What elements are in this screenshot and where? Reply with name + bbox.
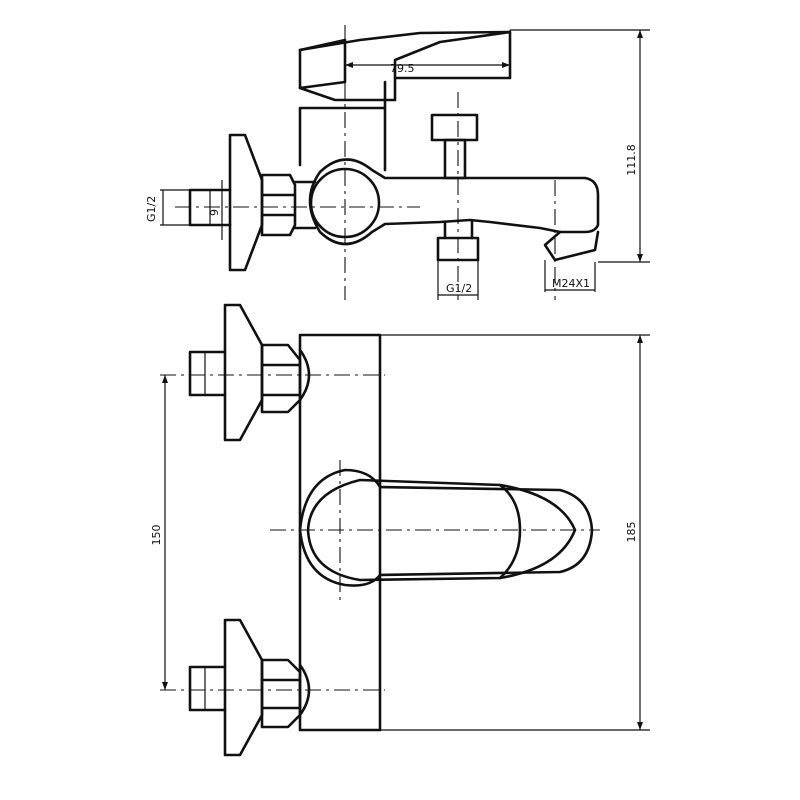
side-spout-end xyxy=(543,230,600,262)
front-view: 150 185 xyxy=(150,303,650,757)
front-upper-pipe xyxy=(188,350,227,397)
side-main-body xyxy=(308,158,600,246)
dim-inlet-thread-side: G1/2 xyxy=(145,196,158,222)
side-handle-lever xyxy=(298,30,512,102)
front-lever-handle xyxy=(298,468,594,587)
front-lower-flange xyxy=(223,618,264,757)
dim-spout-thread: M24X1 xyxy=(552,277,590,290)
side-handle-body xyxy=(298,80,387,172)
side-wall-flange xyxy=(228,133,264,272)
dim-inlet-centres: 150 xyxy=(150,525,163,546)
front-upper-flange xyxy=(223,303,264,442)
dim-overall-width: 185 xyxy=(625,522,638,543)
side-view: 79.5 111.8 G1/2 9 G1/2 M24X1 xyxy=(145,25,650,300)
front-upper-nut xyxy=(260,343,302,414)
front-lower-pipe xyxy=(188,665,227,712)
front-lower-nut xyxy=(260,658,302,729)
side-hex-nut xyxy=(260,173,297,237)
dim-outlet-thread: G1/2 xyxy=(446,282,472,295)
dim-inlet-offset: 9 xyxy=(208,209,221,216)
dim-spout-reach: 79.5 xyxy=(390,62,415,75)
side-diverter-knob xyxy=(430,113,479,142)
dim-overall-height: 111.8 xyxy=(625,144,638,176)
